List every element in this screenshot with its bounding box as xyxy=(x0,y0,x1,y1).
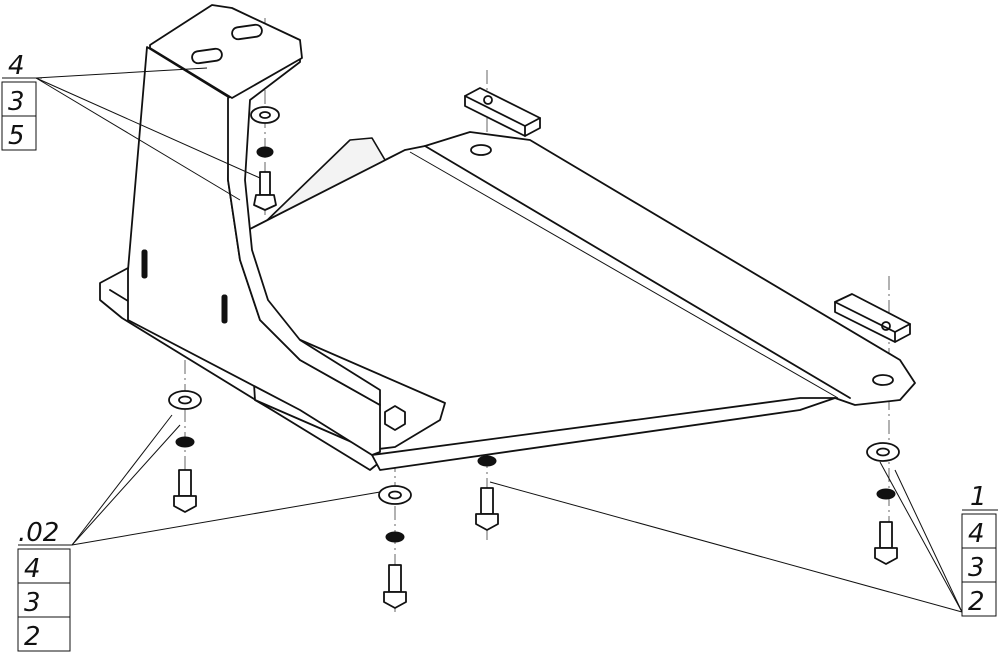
callout-bottom-left: .02 4 3 2 xyxy=(17,518,72,652)
right-spacer-plate xyxy=(834,293,911,343)
fastener-group-top xyxy=(250,106,280,211)
leader-lines xyxy=(35,67,963,613)
callout-bottom-left-line-1: .02 xyxy=(18,518,59,548)
callout-right-line-4: 2 xyxy=(968,587,985,617)
callout-bottom-left-line-3: 3 xyxy=(24,588,41,618)
callout-bottom-left-line-4: 2 xyxy=(24,622,41,652)
callout-right-line-1: 1 xyxy=(970,482,987,512)
callout-right-line-2: 4 xyxy=(968,519,985,549)
callout-top-left-line-1: 4 xyxy=(8,51,25,81)
callout-right: 1 4 3 2 xyxy=(961,482,998,617)
callout-top-left-line-2: 3 xyxy=(8,87,25,117)
fastener-group-middle xyxy=(378,485,412,609)
top-spacer-plate xyxy=(464,87,541,137)
callout-top-left-line-3: 5 xyxy=(8,121,25,151)
callout-bottom-left-line-2: 4 xyxy=(24,554,41,584)
nut xyxy=(384,405,406,431)
fastener-group-left xyxy=(168,390,202,513)
callout-right-line-3: 3 xyxy=(968,553,985,583)
callout-top-left: 4 3 5 xyxy=(1,51,42,151)
fastener-group-center xyxy=(475,455,499,531)
vertical-bracket xyxy=(127,4,381,456)
fastener-group-right xyxy=(866,442,900,565)
